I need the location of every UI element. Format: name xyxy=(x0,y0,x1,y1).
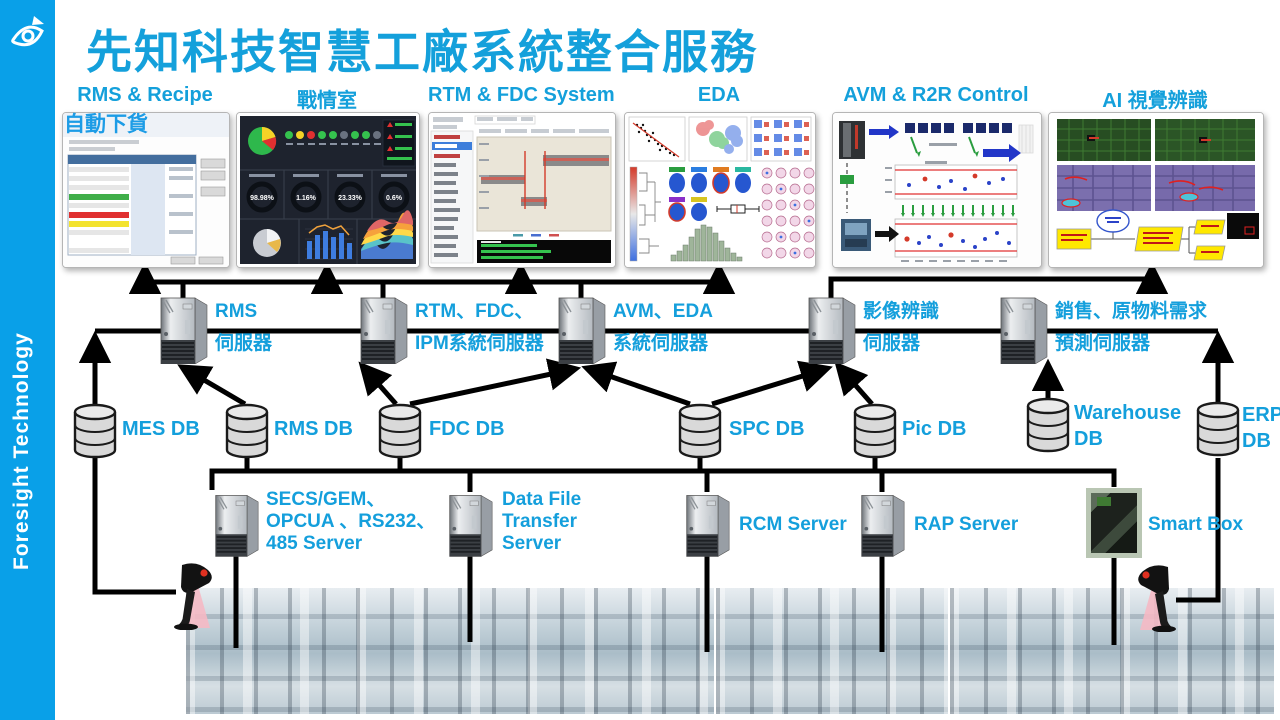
panel-label-eda: EDA xyxy=(697,84,741,106)
gauge-value-3: 23.33% xyxy=(338,195,363,202)
db-label-warehouse: Warehouse DB xyxy=(1074,400,1181,452)
smart-box-photo xyxy=(1086,488,1142,558)
server-label-line: Transfer xyxy=(502,511,577,532)
server-icon-secs-gem xyxy=(212,492,260,558)
panel-label-avm-r2r: AVM & R2R Control xyxy=(843,84,1029,106)
server-label-line: Smart Box xyxy=(1148,514,1244,535)
db-icon-warehouse xyxy=(1025,396,1071,454)
panel-label-rtm-fdc: RTM & FDC System xyxy=(428,84,615,106)
panel-rms-overlay-text: 自動下貨 xyxy=(64,113,148,136)
gauge-value-2: 1.16% xyxy=(296,195,317,202)
server-label-line: RTM、FDC、 xyxy=(415,301,534,322)
server-label-line: 銷售、原物料需求 xyxy=(1055,301,1208,322)
db-label-spc: SPC DB xyxy=(729,416,805,442)
db-label-line: RMS DB xyxy=(274,418,353,440)
server-label-line: Data File xyxy=(502,489,582,510)
server-label-image-recognition: 影像辨識 伺服器 xyxy=(863,296,939,360)
panel-ai-vision-screenshot xyxy=(1048,112,1264,268)
server-icon-rap xyxy=(858,492,906,558)
server-label-line: Server xyxy=(502,533,562,554)
db-icon-erp xyxy=(1195,400,1241,458)
server-label-line: AVM、EDA xyxy=(613,301,713,322)
db-icon-fdc xyxy=(377,402,423,460)
server-icon-rms xyxy=(157,296,209,364)
server-icon-rcm xyxy=(683,492,731,558)
barcode-scanner-icon-left xyxy=(174,562,218,630)
panel-war-room-screenshot: 98.98% 1.16% 23.33% 0.6% xyxy=(236,112,420,268)
db-label-line: FDC DB xyxy=(429,418,505,440)
server-label-data-file-transfer: Data File Transfer Server xyxy=(502,489,581,555)
server-label-rap: RAP Server xyxy=(914,514,1018,536)
db-label-erp: ERP DB xyxy=(1242,402,1280,454)
server-label-line: RAP Server xyxy=(914,514,1019,535)
server-icon-avm-eda xyxy=(555,296,607,364)
panel-rms-screenshot xyxy=(62,112,230,268)
barcode-scanner-icon-right xyxy=(1132,564,1176,632)
server-label-line: SECS/GEM、 xyxy=(266,489,386,510)
server-label-line: 485 Server xyxy=(266,533,363,554)
server-icon-image-recognition xyxy=(805,296,857,364)
factory-floor-photo-2 xyxy=(714,588,950,714)
db-label-pic: Pic DB xyxy=(902,416,966,442)
server-label-rcm: RCM Server xyxy=(739,514,847,536)
panel-label-war-room: 戰情室 xyxy=(297,90,357,112)
db-label-rms: RMS DB xyxy=(274,416,353,442)
factory-floor-photo-1 xyxy=(186,588,714,714)
server-label-avm-eda: AVM、EDA 系統伺服器 xyxy=(613,296,713,360)
server-label-line: RMS xyxy=(215,301,258,322)
gauge-value-4: 0.6% xyxy=(386,195,403,202)
db-label-line: DB xyxy=(1074,428,1103,450)
server-label-line: 伺服器 xyxy=(863,333,921,354)
db-label-line: DB xyxy=(1242,430,1271,452)
server-label-line: RCM Server xyxy=(739,514,847,535)
db-label-line: Warehouse xyxy=(1074,402,1182,424)
panel-rtm-fdc-screenshot xyxy=(428,112,616,268)
server-label-sales-forecast: 銷售、原物料需求 預測伺服器 xyxy=(1055,296,1207,360)
db-label-line: ERP xyxy=(1242,404,1280,426)
foresight-logo-icon xyxy=(11,16,44,47)
db-label-line: SPC DB xyxy=(729,418,805,440)
server-label-line: OPCUA 、RS232、 xyxy=(266,511,436,532)
db-icon-pic xyxy=(852,402,898,460)
server-icon-sales-forecast xyxy=(997,296,1049,364)
server-label-line: IPM系統伺服器 xyxy=(415,333,544,354)
db-label-line: Pic DB xyxy=(902,418,967,440)
server-icon-data-file-transfer xyxy=(446,492,494,558)
db-label-fdc: FDC DB xyxy=(429,416,505,442)
brand-sidebar xyxy=(0,0,55,720)
server-label-line: 影像辨識 xyxy=(863,301,940,322)
db-icon-rms xyxy=(224,402,270,460)
db-label-line: MES DB xyxy=(122,418,200,440)
db-icon-mes xyxy=(72,402,118,460)
gauge-value-1: 98.98% xyxy=(250,195,275,202)
page-title: 先知科技智慧工廠系統整合服務 xyxy=(86,26,758,78)
server-label-rms: RMS 伺服器 xyxy=(215,296,272,360)
server-label-line: 預測伺服器 xyxy=(1055,333,1151,354)
panel-label-ai-vision: AI 視覺辨識 xyxy=(1102,90,1208,112)
panel-avm-r2r-screenshot xyxy=(832,112,1042,268)
server-label-line: 系統伺服器 xyxy=(613,333,709,354)
server-label-smart-box: Smart Box xyxy=(1148,514,1243,536)
server-label-rtm-fdc-ipm: RTM、FDC、 IPM系統伺服器 xyxy=(415,296,544,360)
panel-label-rms: RMS & Recipe xyxy=(77,84,213,106)
server-label-line: 伺服器 xyxy=(215,333,273,354)
brand-text: Foresight Technology xyxy=(10,332,33,570)
panel-eda-screenshot xyxy=(624,112,816,268)
db-label-mes: MES DB xyxy=(122,416,200,442)
db-icon-spc xyxy=(677,402,723,460)
server-label-secs-gem: SECS/GEM、 OPCUA 、RS232、 485 Server xyxy=(266,489,435,555)
server-icon-rtm-fdc-ipm xyxy=(357,296,409,364)
